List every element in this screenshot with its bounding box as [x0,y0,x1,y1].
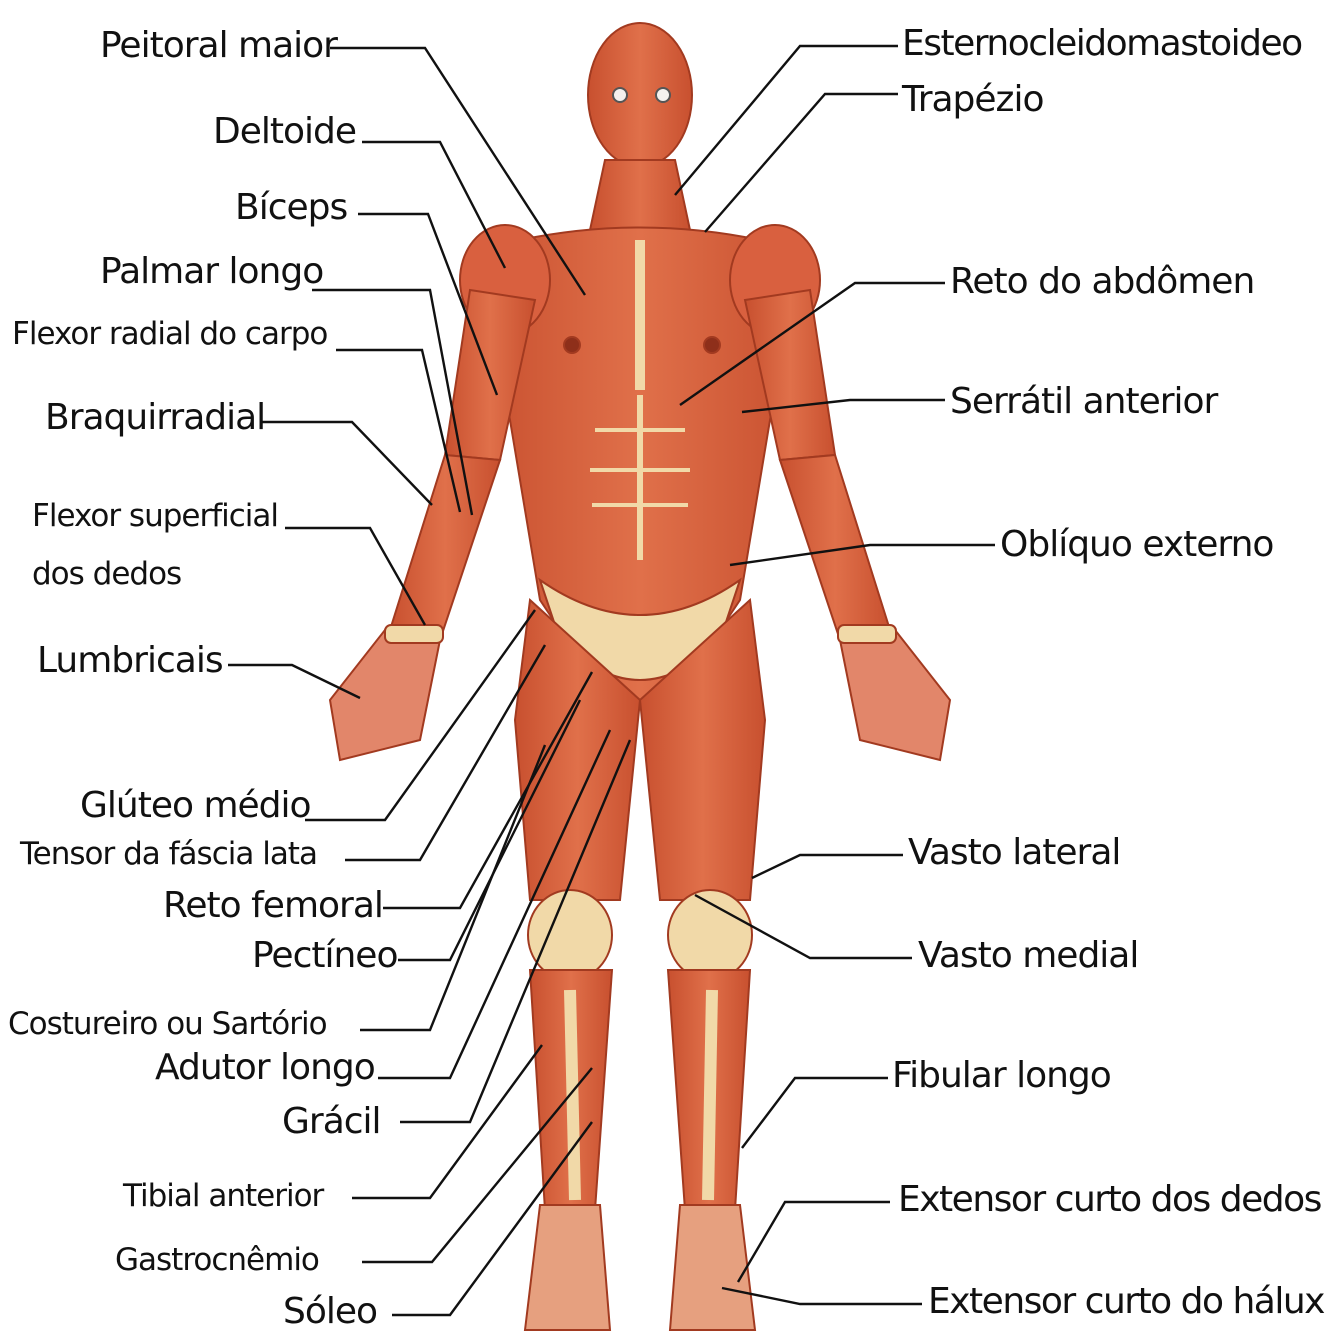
label-flexor-radial-do-carpo: Flexor radial do carpo [12,314,327,354]
label-obliquo-externo: Oblíquo externo [1000,525,1273,565]
label-lumbricais: Lumbricais [37,641,223,681]
leader-vasto-lateral [752,855,903,878]
label-gracil: Grácil [282,1102,381,1142]
head [588,23,692,167]
label-extensor-curto-do-halux: Extensor curto do hálux [928,1282,1324,1322]
label-flexor-superficial: Flexor superficial [32,496,278,536]
right-eye [656,88,670,102]
left-eye [613,88,627,102]
label-serratil-anterior: Serrátil anterior [950,382,1217,422]
left-hand [330,630,440,760]
label-gluteo-medio: Glúteo médio [80,786,311,826]
right-tibia-tendon [708,990,712,1200]
label-dos-dedos: dos dedos [32,554,181,594]
leader-esternocleidomastoideo [675,46,898,195]
right-foot [670,1205,755,1330]
label-soleo: Sóleo [283,1292,377,1332]
right-nipple [704,337,720,353]
label-adutor-longo: Adutor longo [155,1048,375,1088]
label-trapezio: Trapézio [902,80,1043,120]
label-braquirradial: Braquirradial [45,398,265,438]
label-reto-femoral: Reto femoral [163,886,383,926]
left-wrist-band [385,625,443,643]
right-wrist-band [838,625,896,643]
leader-extensor-dedos [738,1202,890,1282]
label-deltoide: Deltoide [213,112,356,152]
right-forearm [780,455,890,640]
left-knee [528,890,612,980]
body-figure [330,23,950,1330]
label-esternocleidomastoideo: Esternocleidomastoideo [902,24,1302,64]
left-foot [525,1205,610,1330]
label-reto-do-abdomen: Reto do abdômen [950,262,1254,302]
leader-fibular-longo [742,1078,888,1148]
label-fibular-longo: Fibular longo [892,1056,1111,1096]
label-gastrocnemio: Gastrocnêmio [115,1240,319,1280]
label-tibial-anterior: Tibial anterior [123,1176,323,1216]
left-nipple [564,337,580,353]
label-pectineo: Pectíneo [252,936,397,976]
label-extensor-curto-dos-dedos: Extensor curto dos dedos [898,1180,1321,1220]
label-peitoral-maior: Peitoral maior [100,26,337,66]
left-forearm [390,455,500,640]
label-tensor-da-fascia-lata: Tensor da fáscia lata [20,834,317,874]
label-palmar-longo: Palmar longo [100,252,323,292]
right-hand [840,630,950,760]
leader-braquirradial [260,422,432,505]
label-costureiro-ou-sartorio: Costureiro ou Sartório [8,1004,327,1044]
label-vasto-medial: Vasto medial [918,936,1138,976]
label-vasto-lateral: Vasto lateral [908,833,1120,873]
label-biceps: Bíceps [235,188,347,228]
leader-trapezio [705,94,898,232]
leader-costureiro [360,745,545,1030]
